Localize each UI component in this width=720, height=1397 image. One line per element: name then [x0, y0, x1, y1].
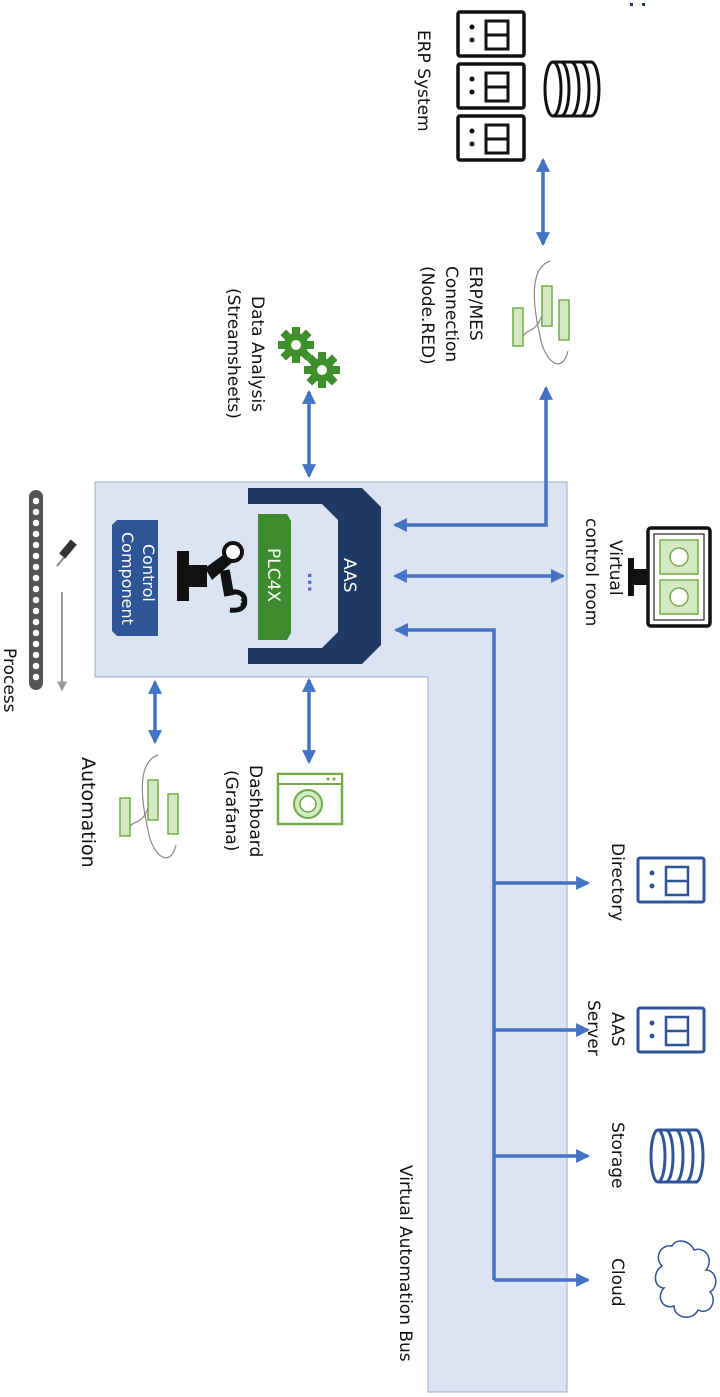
dashboard-label-line1: Dashboard	[245, 765, 265, 857]
control-component-label-line2: Component	[118, 532, 137, 625]
corner-dot	[642, 3, 645, 6]
gear-icon	[278, 327, 314, 363]
data-analysis-label-line1: Data Analysis	[247, 296, 267, 412]
server-icon	[456, 10, 526, 58]
virtual-automation-bus-area	[94, 481, 568, 1393]
erp-server-icon	[456, 10, 526, 162]
erp-mes-label-line1: ERP/MES	[465, 266, 485, 341]
virtual-automation-bus-label: Virtual Automation Bus	[395, 1165, 415, 1362]
process-label: Process	[0, 648, 19, 713]
bus-trunk	[393, 623, 496, 1280]
aas-block	[248, 488, 381, 664]
cloud-icon	[654, 1240, 717, 1318]
plc4x-block	[258, 514, 291, 640]
virtual-control-room-label-line2: control room	[581, 518, 601, 626]
erp-system-label: ERP System	[413, 30, 433, 132]
aas-label: AAS	[339, 558, 359, 593]
automation-flow-icon	[119, 754, 179, 859]
screwdriver-icon	[56, 539, 77, 567]
cloud-label: Cloud	[607, 1258, 627, 1307]
flow-icon	[141, 754, 177, 859]
robot-arm-icon	[177, 541, 248, 613]
erp-mes-flow-icon	[512, 260, 570, 365]
erp-mes-label-line2: Connection	[441, 266, 461, 362]
dashboard-label-line2: (Grafana)	[221, 770, 241, 851]
erp-mes-label-line3: (Node.RED)	[417, 266, 437, 365]
plc4x-label: PLC4X	[263, 548, 283, 602]
control-component-label-line1: Control	[139, 544, 158, 602]
server-icon	[456, 62, 526, 110]
monitor-icon	[628, 526, 712, 628]
server-icon	[456, 114, 526, 162]
aas-server-label-line2: Server	[583, 1000, 603, 1056]
storage-database-icon	[649, 1128, 705, 1184]
corner-dot	[630, 3, 633, 6]
aas-server-label-line1: AAS	[607, 1012, 627, 1047]
control-component-block	[112, 520, 158, 636]
directory-server-icon	[636, 856, 706, 904]
flow-icon	[533, 260, 569, 365]
aas-server-icon	[636, 1006, 706, 1054]
erp-mes-to-aas-arrow	[392, 385, 553, 532]
data-analysis-label-line2: (Streamsheets)	[223, 288, 243, 419]
storage-label: Storage	[607, 1122, 627, 1189]
directory-label: Directory	[607, 843, 627, 921]
plc-dots: ...	[303, 572, 324, 593]
conveyor-icon	[29, 490, 43, 690]
gear-icon	[304, 352, 340, 388]
dashboard-icon	[276, 772, 344, 826]
automation-label: Automation	[77, 757, 99, 868]
virtual-control-room-label-line1: Virtual	[605, 540, 625, 596]
database-icon	[543, 60, 601, 118]
